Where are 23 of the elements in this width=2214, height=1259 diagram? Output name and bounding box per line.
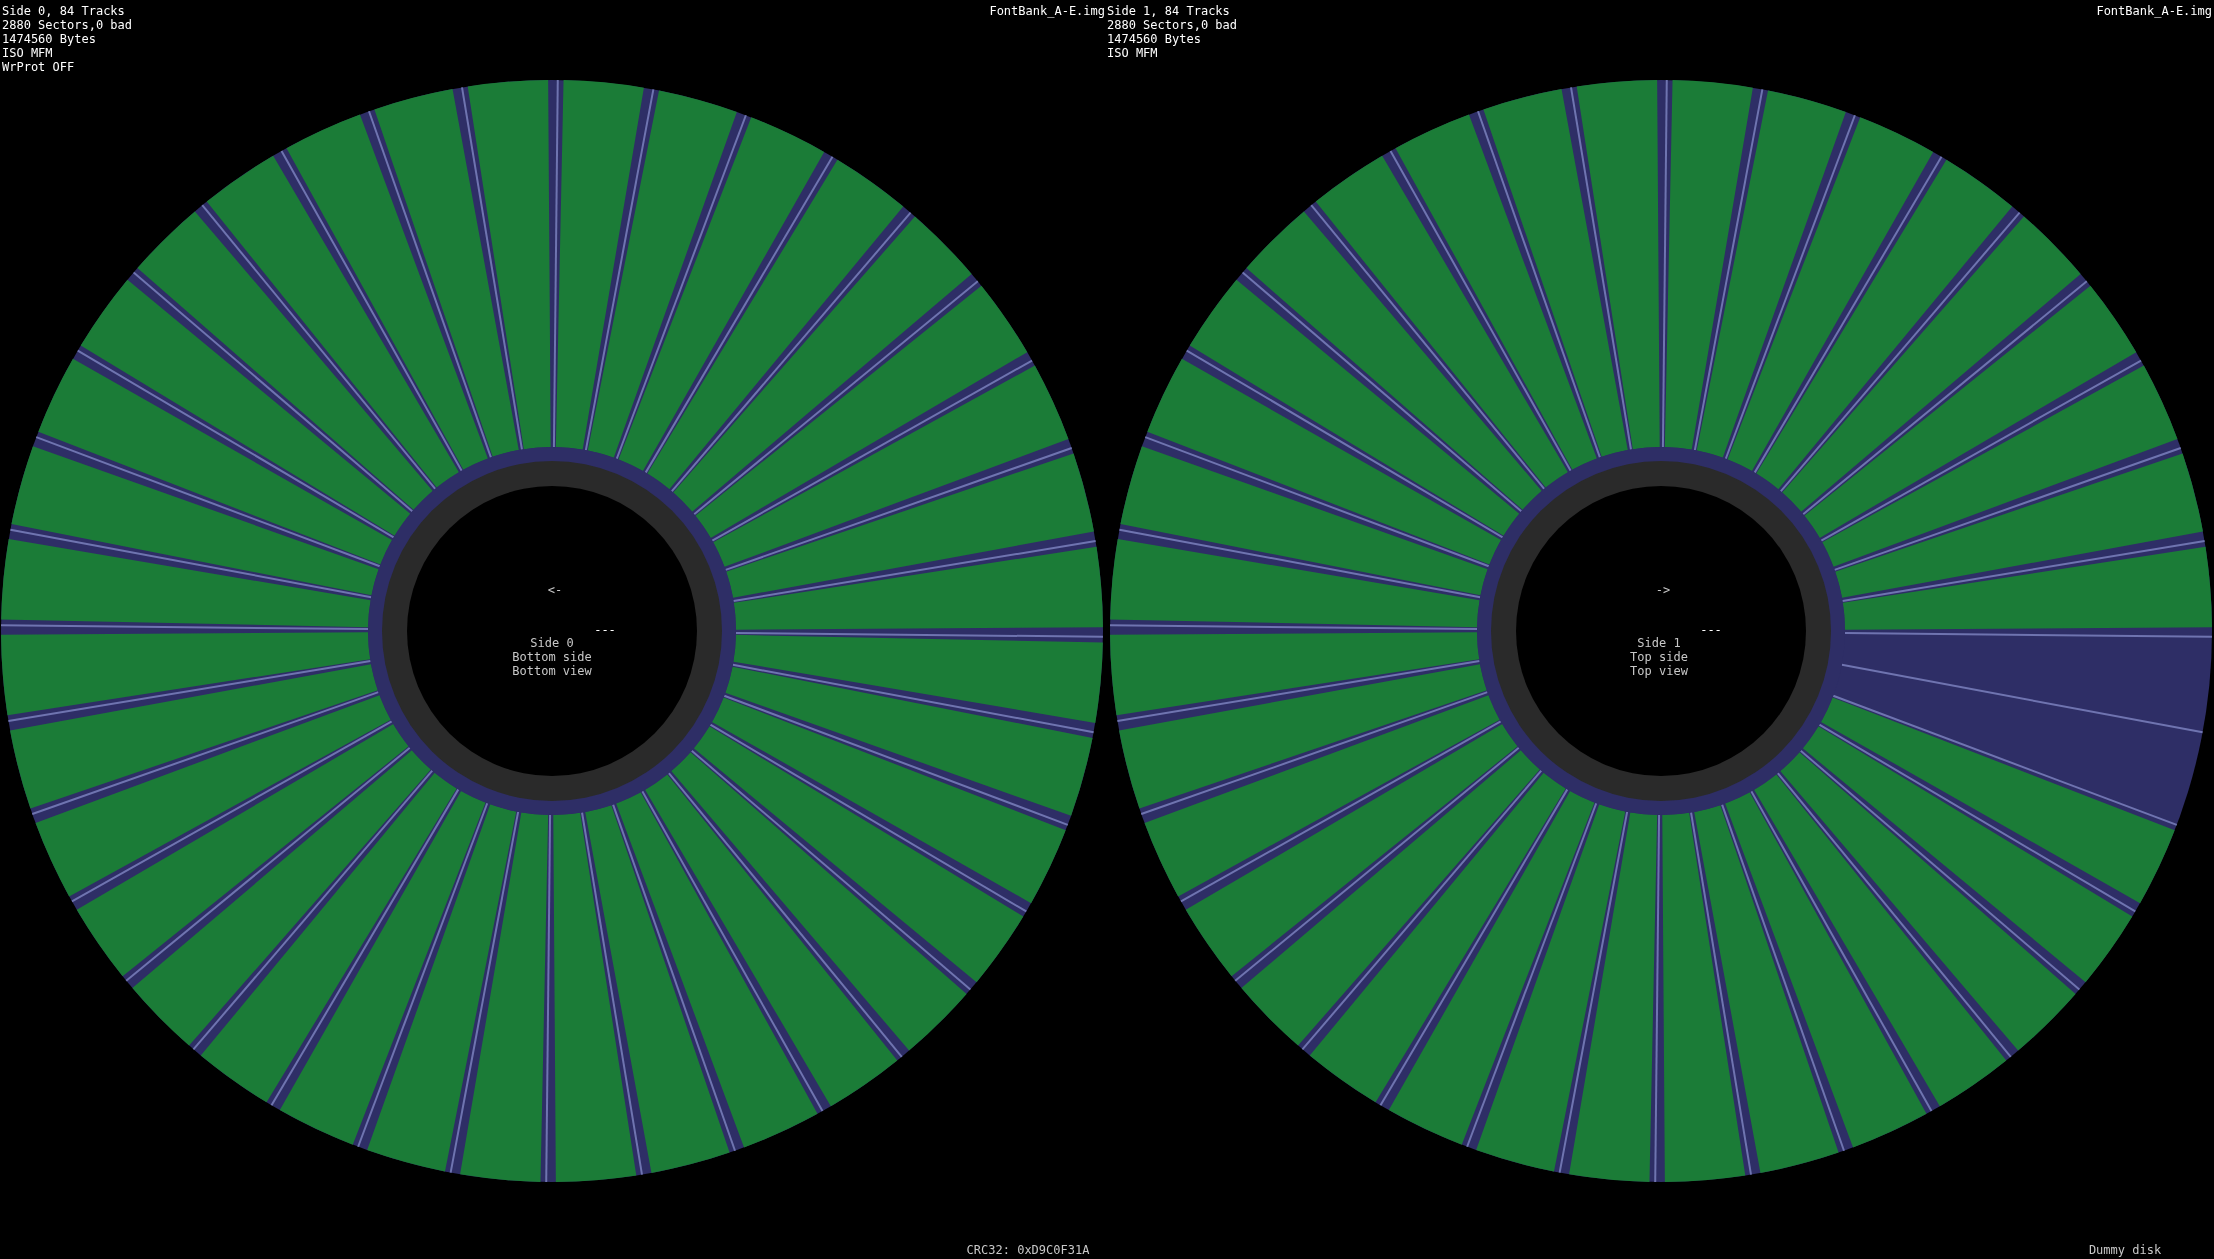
info-text: Bottom side: [512, 650, 592, 664]
info-text: Side 1, 84 Tracks: [1107, 4, 1230, 18]
info-text: ->: [1655, 583, 1671, 597]
info-text: Side 1: [1637, 636, 1681, 650]
info-text: Side 0: [530, 636, 574, 650]
info-text: Bottom view: [512, 664, 592, 678]
info-text: Top side: [1630, 650, 1688, 664]
info-text: Dummy disk: [2088, 1243, 2162, 1257]
info-text: WrProt OFF: [2, 60, 75, 74]
info-text: 1474560 Bytes: [2, 32, 96, 46]
info-text: ---: [1700, 623, 1722, 637]
info-text: 2880 Sectors,0 bad: [1107, 18, 1238, 32]
info-text: Top view: [1630, 664, 1688, 678]
info-text: ISO MFM: [2, 46, 53, 60]
info-text: 2880 Sectors,0 bad: [2, 18, 133, 32]
info-text: FontBank_A-E.img: [2096, 4, 2212, 18]
info-text: <-: [547, 583, 563, 597]
info-text: CRC32: 0xD9C0F31A: [966, 1243, 1090, 1257]
info-text: Side 0, 84 Tracks: [2, 4, 125, 18]
info-text: FontBank_A-E.img: [989, 4, 1105, 18]
info-text: 1474560 Bytes: [1107, 32, 1201, 46]
info-text: ISO MFM: [1107, 46, 1158, 60]
info-text: ---: [594, 623, 616, 637]
